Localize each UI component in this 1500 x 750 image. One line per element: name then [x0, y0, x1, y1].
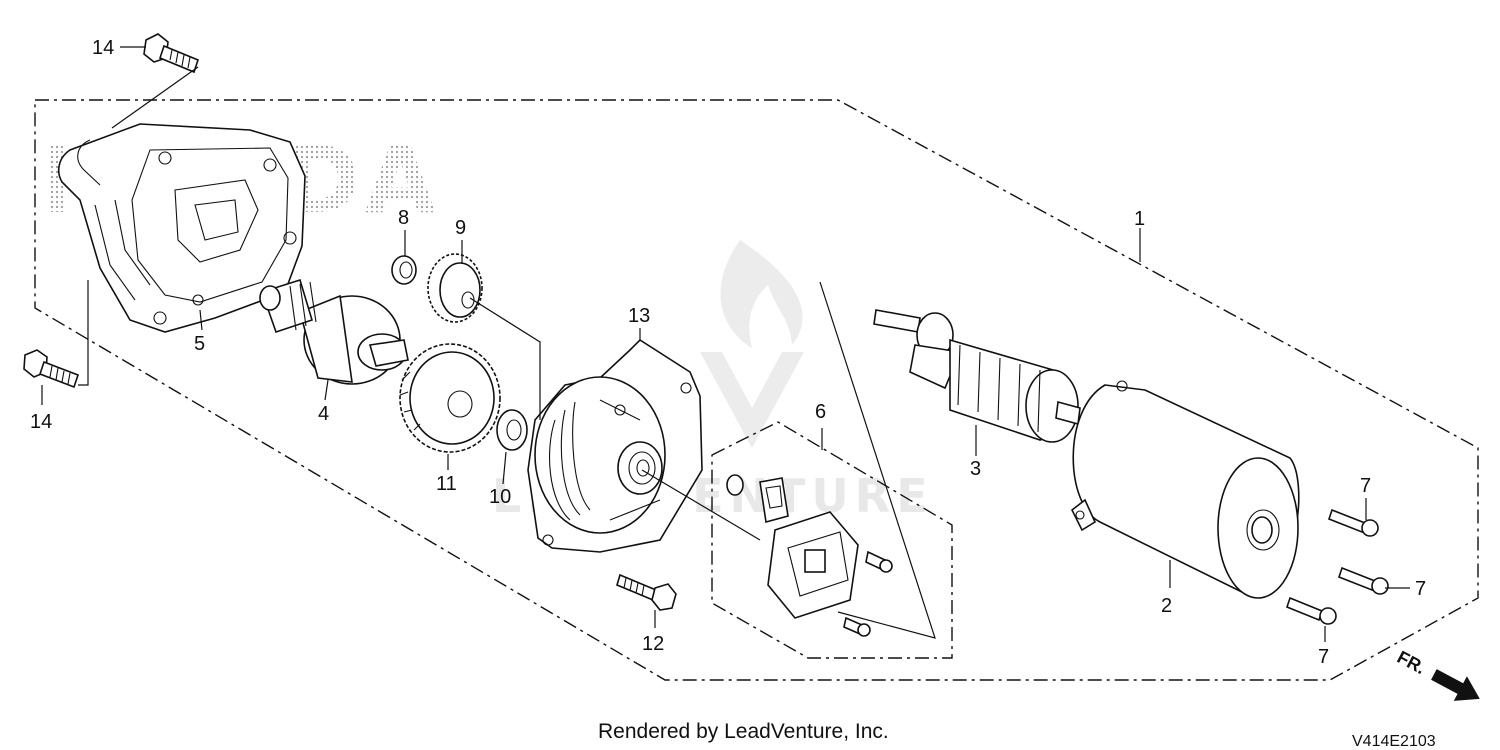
through-bolt-a — [1328, 508, 1379, 537]
callout-7-top: 7 — [1360, 475, 1371, 497]
front-direction-label: FR. — [1394, 647, 1429, 678]
assembly-boundary-brush-holder — [711, 421, 953, 659]
callout-4: 4 — [318, 403, 329, 425]
callout-9: 9 — [455, 217, 466, 239]
callout-7-mid: 7 — [1415, 578, 1426, 600]
callout-8: 8 — [398, 207, 409, 229]
thrust-washer — [496, 409, 528, 451]
vendor-watermark-flame-icon — [700, 240, 804, 448]
leader-lines — [41, 46, 1410, 642]
assembly-boundary-main — [34, 99, 1479, 681]
arrow-right-icon — [1431, 669, 1480, 701]
flange-bolt-top — [143, 33, 199, 74]
flange-bolt-left — [23, 349, 80, 389]
rendered-by-credit: Rendered by LeadVenture, Inc. — [598, 720, 889, 743]
callout-14-left: 14 — [30, 411, 52, 433]
front-cover-housing — [57, 123, 306, 333]
callout-13: 13 — [628, 305, 650, 327]
gear-case-housing — [527, 338, 703, 553]
reduction-gear-large — [399, 343, 501, 453]
snap-ring — [391, 255, 417, 285]
callout-12: 12 — [642, 633, 664, 655]
callout-11: 11 — [436, 473, 457, 495]
through-bolt-c — [1286, 596, 1337, 625]
motor-yoke-case — [1070, 380, 1300, 599]
armature-group-bracket — [819, 281, 936, 639]
through-bolt-b — [1338, 566, 1389, 595]
front-direction-arrow: FR. — [1394, 647, 1480, 701]
callout-14-top: 14 — [92, 37, 114, 59]
callout-3: 3 — [970, 458, 981, 480]
callout-2: 2 — [1161, 595, 1172, 617]
callout-6: 6 — [815, 401, 826, 423]
diagram-code: V414E2103 — [1352, 733, 1436, 750]
armature — [873, 309, 1081, 443]
drive-pinion-clutch — [259, 278, 409, 385]
gear-case-bolt — [616, 573, 677, 611]
callout-1: 1 — [1134, 208, 1145, 230]
reduction-gear-small — [427, 253, 483, 323]
callout-7-bottom: 7 — [1318, 646, 1329, 668]
callout-10: 10 — [489, 486, 511, 508]
callout-5: 5 — [194, 333, 205, 355]
brush-holder-assembly — [726, 474, 893, 637]
